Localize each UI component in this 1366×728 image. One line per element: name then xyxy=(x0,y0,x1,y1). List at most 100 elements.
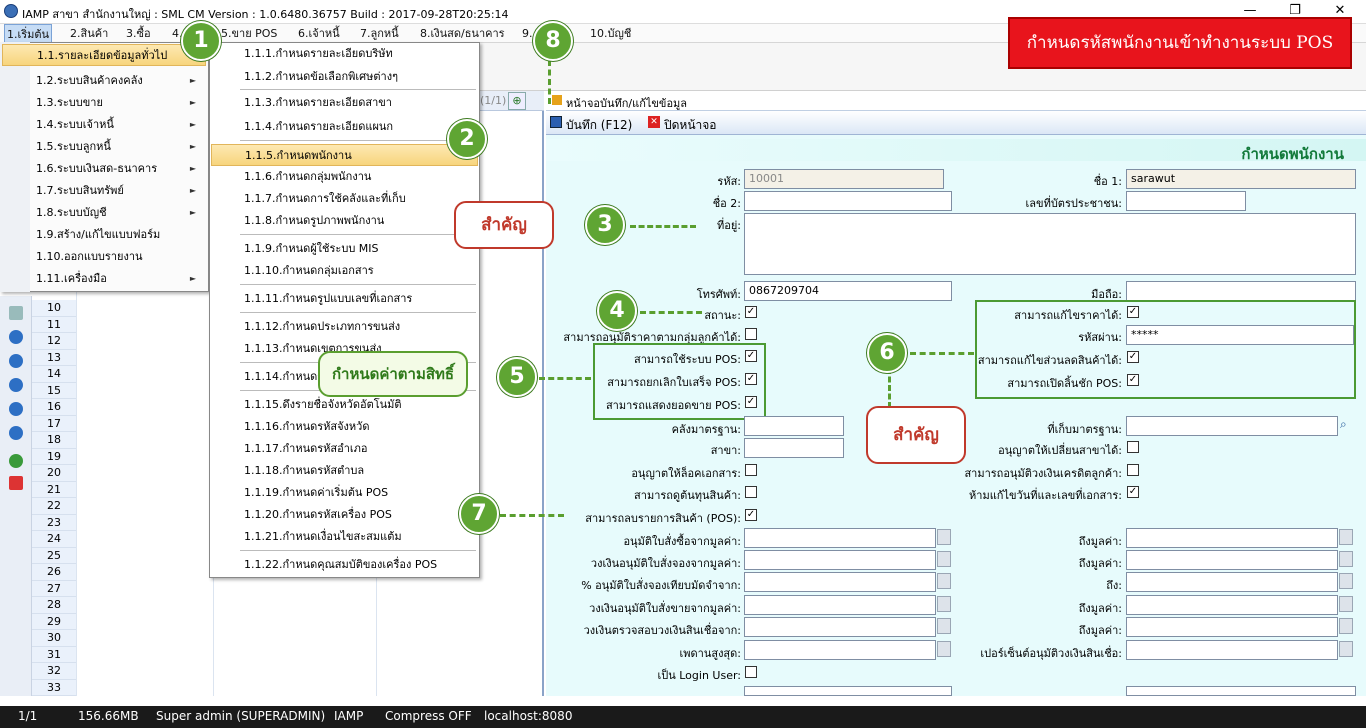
phone-field[interactable]: 0867209704 xyxy=(744,281,952,301)
pos-show-checkbox[interactable]: ✓ xyxy=(745,396,757,408)
submenu-item[interactable]: 1.1.6.กำหนดกลุ่มพนักงาน xyxy=(244,170,372,183)
calculator-icon[interactable] xyxy=(937,529,951,545)
submenu-item[interactable]: 1.1.9.กำหนดผู้ใช้ระบบ MIS xyxy=(244,242,379,255)
submenu-item[interactable]: 1.1.2.กำหนดข้อเลือกพิเศษต่างๆ xyxy=(244,70,398,83)
row-number[interactable]: 21 xyxy=(32,481,76,498)
calculator-icon[interactable] xyxy=(1339,573,1353,589)
address-field[interactable] xyxy=(744,213,1356,275)
row-number[interactable]: 28 xyxy=(32,597,76,614)
row-number[interactable]: 17 xyxy=(32,415,76,432)
maximize-button[interactable]: ❐ xyxy=(1289,3,1301,18)
submenu-item[interactable]: 1.1.11.กำหนดรูปแบบเลขที่เอกสาร xyxy=(244,292,413,305)
delete-pos-checkbox[interactable]: ✓ xyxy=(745,509,757,521)
menu-payable[interactable]: 6.เจ้าหนี้ xyxy=(298,27,340,40)
pct-field[interactable] xyxy=(744,572,936,592)
approve-price-checkbox[interactable] xyxy=(745,328,757,340)
start-menu-item[interactable]: 1.2.ระบบสินค้าคงคลัง► xyxy=(2,70,206,92)
next-icon[interactable] xyxy=(9,354,23,368)
row-number[interactable]: 16 xyxy=(32,399,76,416)
row-number[interactable]: 15 xyxy=(32,382,76,399)
so-sale-to-field[interactable] xyxy=(1126,595,1338,615)
row-number[interactable]: 33 xyxy=(32,679,76,696)
search-icon[interactable]: ⌕ xyxy=(1340,417,1347,431)
menu-sale-pos[interactable]: 5.ขาย POS xyxy=(221,27,278,40)
submenu-item[interactable]: 1.1.4.กำหนดรายละเอียดแผนก xyxy=(244,120,394,133)
menu-4[interactable]: 4. xyxy=(172,27,183,40)
row-number[interactable]: 24 xyxy=(32,531,76,548)
calculator-icon[interactable] xyxy=(1339,529,1353,545)
row-number[interactable]: 26 xyxy=(32,564,76,581)
start-menu-item[interactable]: 1.3.ระบบขาย► xyxy=(2,92,206,114)
row-number[interactable]: 14 xyxy=(32,366,76,383)
approve-credit-checkbox[interactable] xyxy=(1127,464,1139,476)
zoom-icon[interactable]: ⊕ xyxy=(508,92,526,110)
pos-use-checkbox[interactable]: ✓ xyxy=(745,350,757,362)
submenu-item[interactable]: 1.1.3.กำหนดรายละเอียดสาขา xyxy=(244,96,392,109)
pct-credit-field[interactable] xyxy=(1126,640,1338,660)
row-number[interactable]: 29 xyxy=(32,613,76,630)
calculator-icon[interactable] xyxy=(937,641,951,657)
forbid-edit-checkbox[interactable]: ✓ xyxy=(1127,486,1139,498)
submenu-item[interactable]: 1.1.18.กำหนดรหัสตำบล xyxy=(244,464,365,477)
credit-check-to-field[interactable] xyxy=(1126,617,1338,637)
row-number[interactable]: 18 xyxy=(32,432,76,449)
login-user-checkbox[interactable] xyxy=(745,666,757,678)
edit-discount-checkbox[interactable]: ✓ xyxy=(1127,351,1139,363)
row-number[interactable]: 31 xyxy=(32,646,76,663)
std-location-field[interactable] xyxy=(1126,416,1338,436)
std-warehouse-field[interactable] xyxy=(744,416,844,436)
submenu-item[interactable]: 1.1.15.ดึงรายชื่อจังหวัดอัตโนมัติ xyxy=(244,398,402,411)
pct-to-field[interactable] xyxy=(1126,572,1338,592)
branch-field[interactable] xyxy=(744,438,844,458)
menu-purchase[interactable]: 3.ซื้อ xyxy=(126,27,151,40)
close-form-button[interactable]: ปิดหน้าจอ xyxy=(664,118,717,132)
close-button[interactable]: ✕ xyxy=(1334,3,1346,18)
pos-cancel-checkbox[interactable]: ✓ xyxy=(745,373,757,385)
calculator-icon[interactable] xyxy=(937,551,951,567)
allow-branch-checkbox[interactable] xyxy=(1127,441,1139,453)
row-number[interactable]: 32 xyxy=(32,663,76,680)
password-field[interactable]: ***** xyxy=(1126,325,1354,345)
start-menu-item[interactable]: 1.7.ระบบสินทรัพย์► xyxy=(2,180,206,202)
start-menu-item[interactable]: 1.5.ระบบลูกหนี้► xyxy=(2,136,206,158)
submenu-item[interactable]: 1.1.22.กำหนดคุณสมบัติของเครื่อง POS xyxy=(244,558,438,571)
so-reserve-field[interactable] xyxy=(744,550,936,570)
open-drawer-checkbox[interactable]: ✓ xyxy=(1127,374,1139,386)
row-number[interactable]: 30 xyxy=(32,630,76,647)
submenu-item[interactable]: 1.1.17.กำหนดรหัสอำเภอ xyxy=(244,442,368,455)
submenu-item[interactable]: 1.1.19.กำหนดค่าเริ่มต้น POS xyxy=(244,486,389,499)
start-menu-item[interactable]: 1.9.สร้าง/แก้ไขแบบฟอร์ม xyxy=(2,224,206,246)
submenu-item[interactable]: 1.1.21.กำหนดเงื่อนไขสะสมแต้ม xyxy=(244,530,402,543)
so-reserve-to-field[interactable] xyxy=(1126,550,1338,570)
code-field[interactable]: 10001 xyxy=(744,169,944,189)
down-icon[interactable] xyxy=(9,426,23,440)
allow-lock-checkbox[interactable] xyxy=(745,464,757,476)
start-menu-item[interactable]: 1.6.ระบบเงินสด-ธนาคาร► xyxy=(2,158,206,180)
menu-start[interactable]: 1.เริ่มต้น xyxy=(4,24,53,43)
status-checkbox[interactable]: ✓ xyxy=(745,306,757,318)
id-card-field[interactable] xyxy=(1126,191,1246,211)
menu-9[interactable]: 9. xyxy=(522,27,533,40)
row-number[interactable]: 23 xyxy=(32,514,76,531)
calculator-icon[interactable] xyxy=(1339,551,1353,567)
minimize-button[interactable]: — xyxy=(1243,3,1257,18)
submenu-item[interactable]: 1.1.1.กำหนดรายละเอียดบริษัท xyxy=(244,47,393,60)
edit-price-checkbox[interactable]: ✓ xyxy=(1127,306,1139,318)
menu-receivable[interactable]: 7.ลูกหนี้ xyxy=(360,27,399,40)
extra-field[interactable] xyxy=(744,686,952,696)
calculator-icon[interactable] xyxy=(937,596,951,612)
view-cost-checkbox[interactable] xyxy=(745,486,757,498)
start-menu-item[interactable]: 1.4.ระบบเจ้าหนี้► xyxy=(2,114,206,136)
form-tab[interactable]: หน้าจอบันทึก/แก้ไขข้อมูล xyxy=(546,91,1366,111)
mobile-field[interactable] xyxy=(1126,281,1356,301)
submenu-item[interactable]: 1.1.7.กำหนดการใช้คลังและที่เก็บ xyxy=(244,192,406,205)
name1-field[interactable]: sarawut xyxy=(1126,169,1356,189)
up-icon[interactable] xyxy=(9,402,23,416)
extra-field[interactable] xyxy=(1126,686,1356,696)
start-menu-item[interactable]: 1.10.ออกแบบรายงาน xyxy=(2,246,206,268)
submenu-item[interactable]: 1.1.10.กำหนดกลุ่มเอกสาร xyxy=(244,264,374,277)
row-number[interactable]: 22 xyxy=(32,498,76,515)
submenu-item[interactable]: 1.1.8.กำหนดรูปภาพพนักงาน xyxy=(244,214,385,227)
row-number[interactable]: 19 xyxy=(32,448,76,465)
row-number[interactable]: 12 xyxy=(32,333,76,350)
